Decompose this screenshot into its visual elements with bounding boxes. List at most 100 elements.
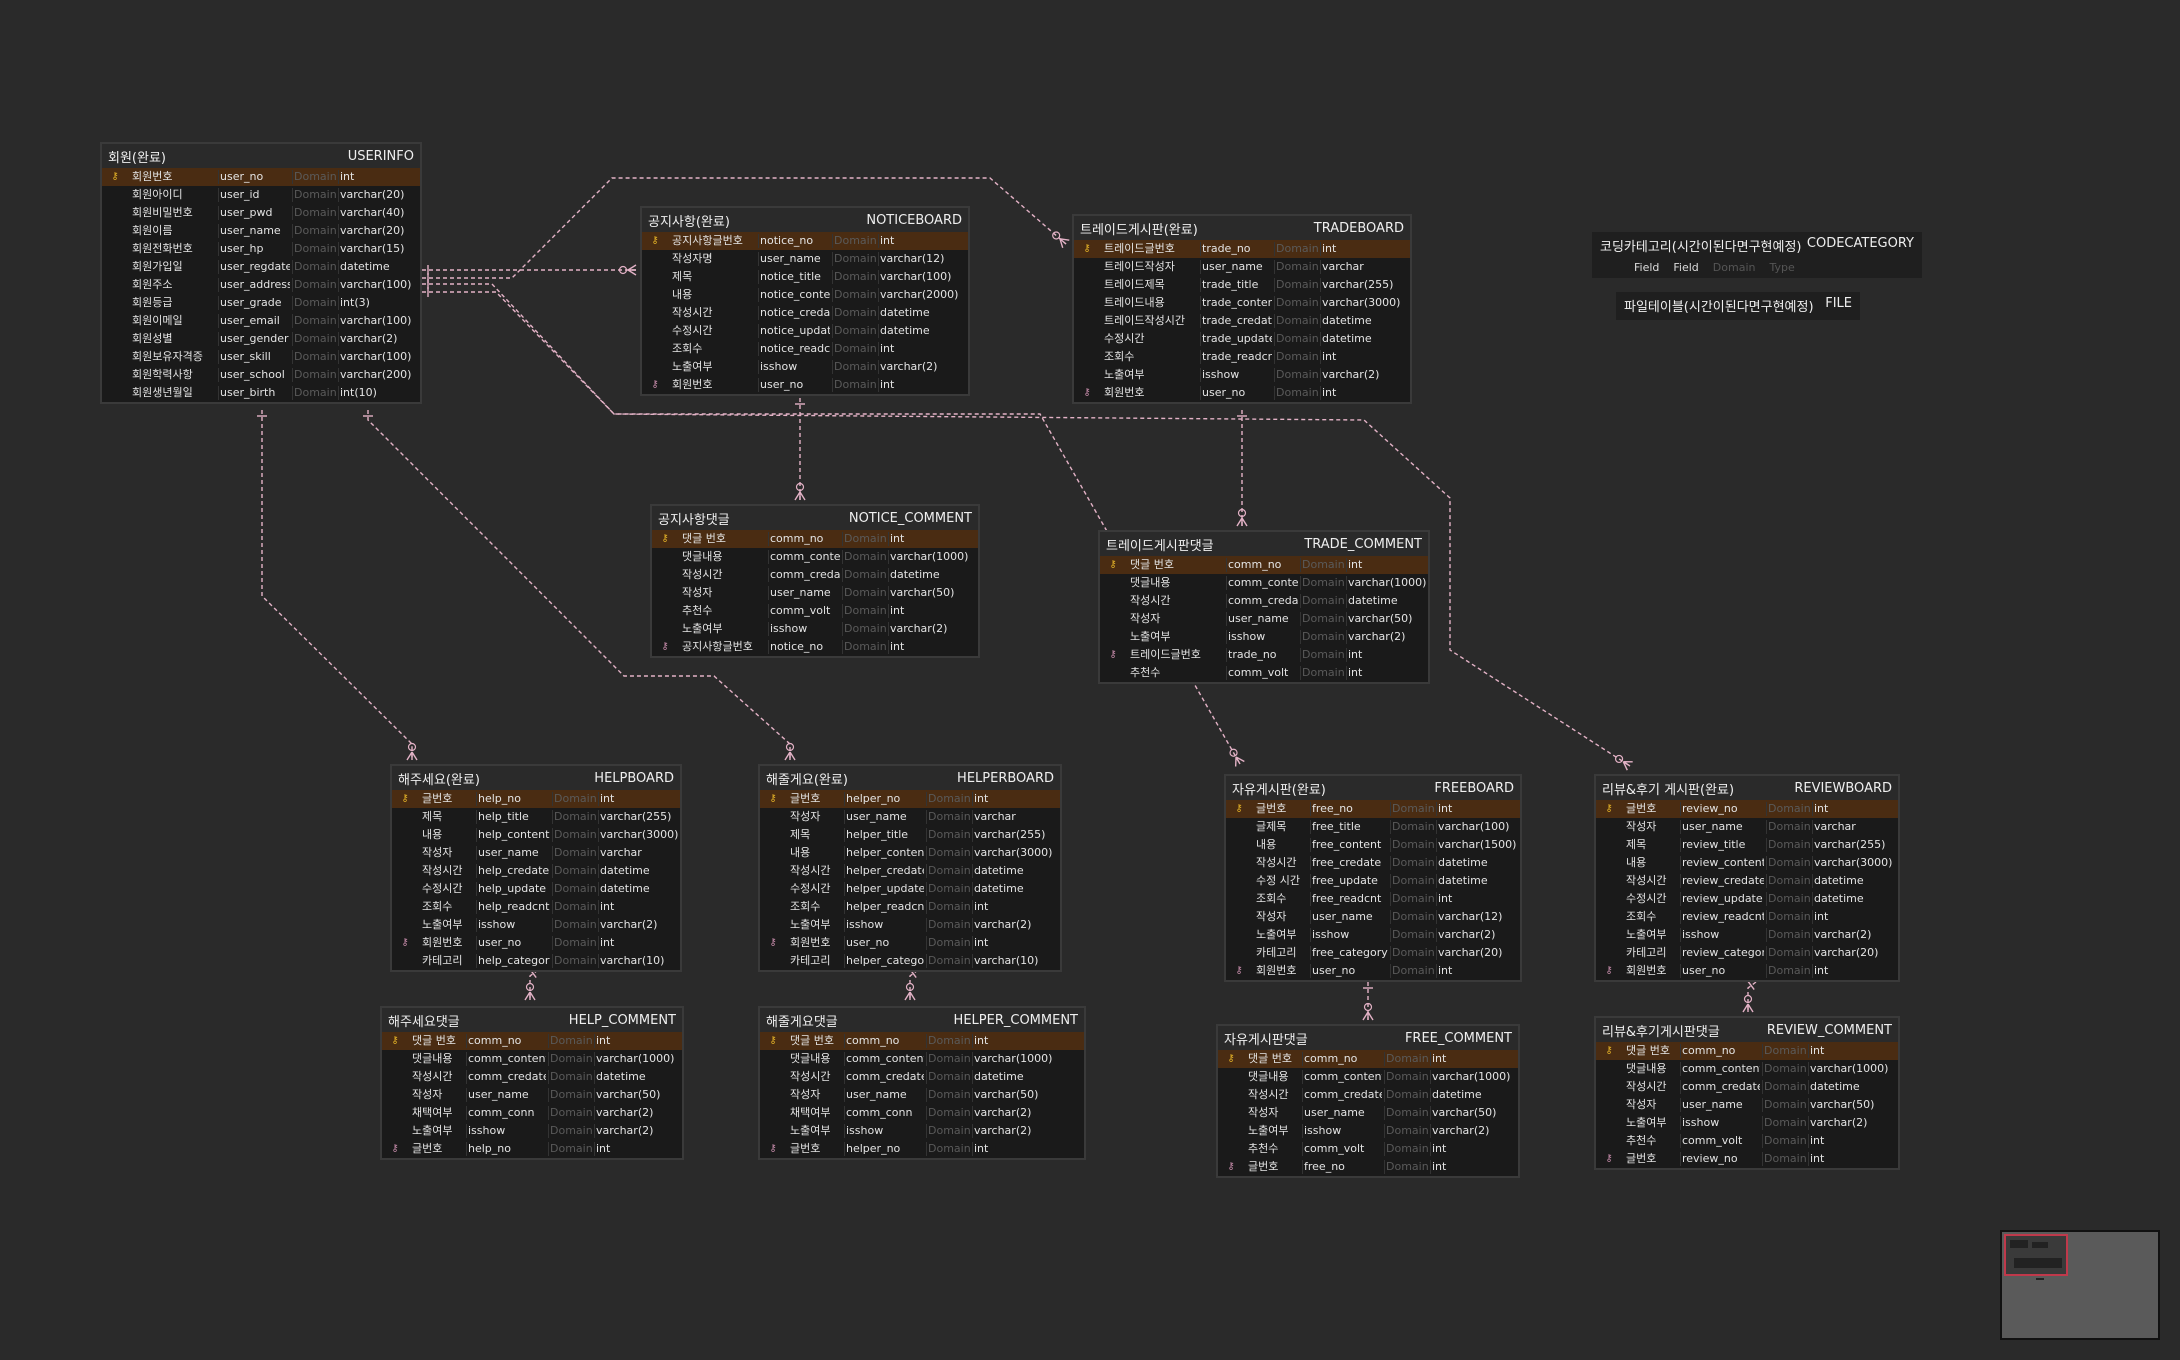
rel-review-comment[interactable]: [1747, 981, 1757, 1012]
table-header[interactable]: 리뷰&후기 게시판(완료)REVIEWBOARD: [1596, 776, 1898, 800]
table-header[interactable]: 해줄게요(완료)HELPERBOARD: [760, 766, 1060, 790]
table-header[interactable]: 공지사항(완료)NOTICEBOARD: [642, 208, 968, 232]
rel-userinfo-tradeboard[interactable]: [422, 177, 1067, 279]
minimap[interactable]: [2000, 1230, 2160, 1340]
table-header[interactable]: 해주세요(완료)HELPBOARD: [392, 766, 680, 790]
rel-userinfo-reviewboard[interactable]: [422, 291, 1631, 767]
table-header[interactable]: 트레이드게시판(완료)TRADEBOARD: [1074, 216, 1410, 240]
rel-help-comment[interactable]: [529, 969, 539, 1000]
codecategory-note[interactable]: 코딩카테고리(시간이된다면구현예정) CODECATEGORY Field Fi…: [1592, 232, 1922, 278]
table-header[interactable]: 회원(완료)USERINFO: [102, 144, 420, 168]
rel-userinfo-helpboard[interactable]: [261, 410, 413, 760]
rel-userinfo-helperboard[interactable]: [367, 410, 791, 760]
